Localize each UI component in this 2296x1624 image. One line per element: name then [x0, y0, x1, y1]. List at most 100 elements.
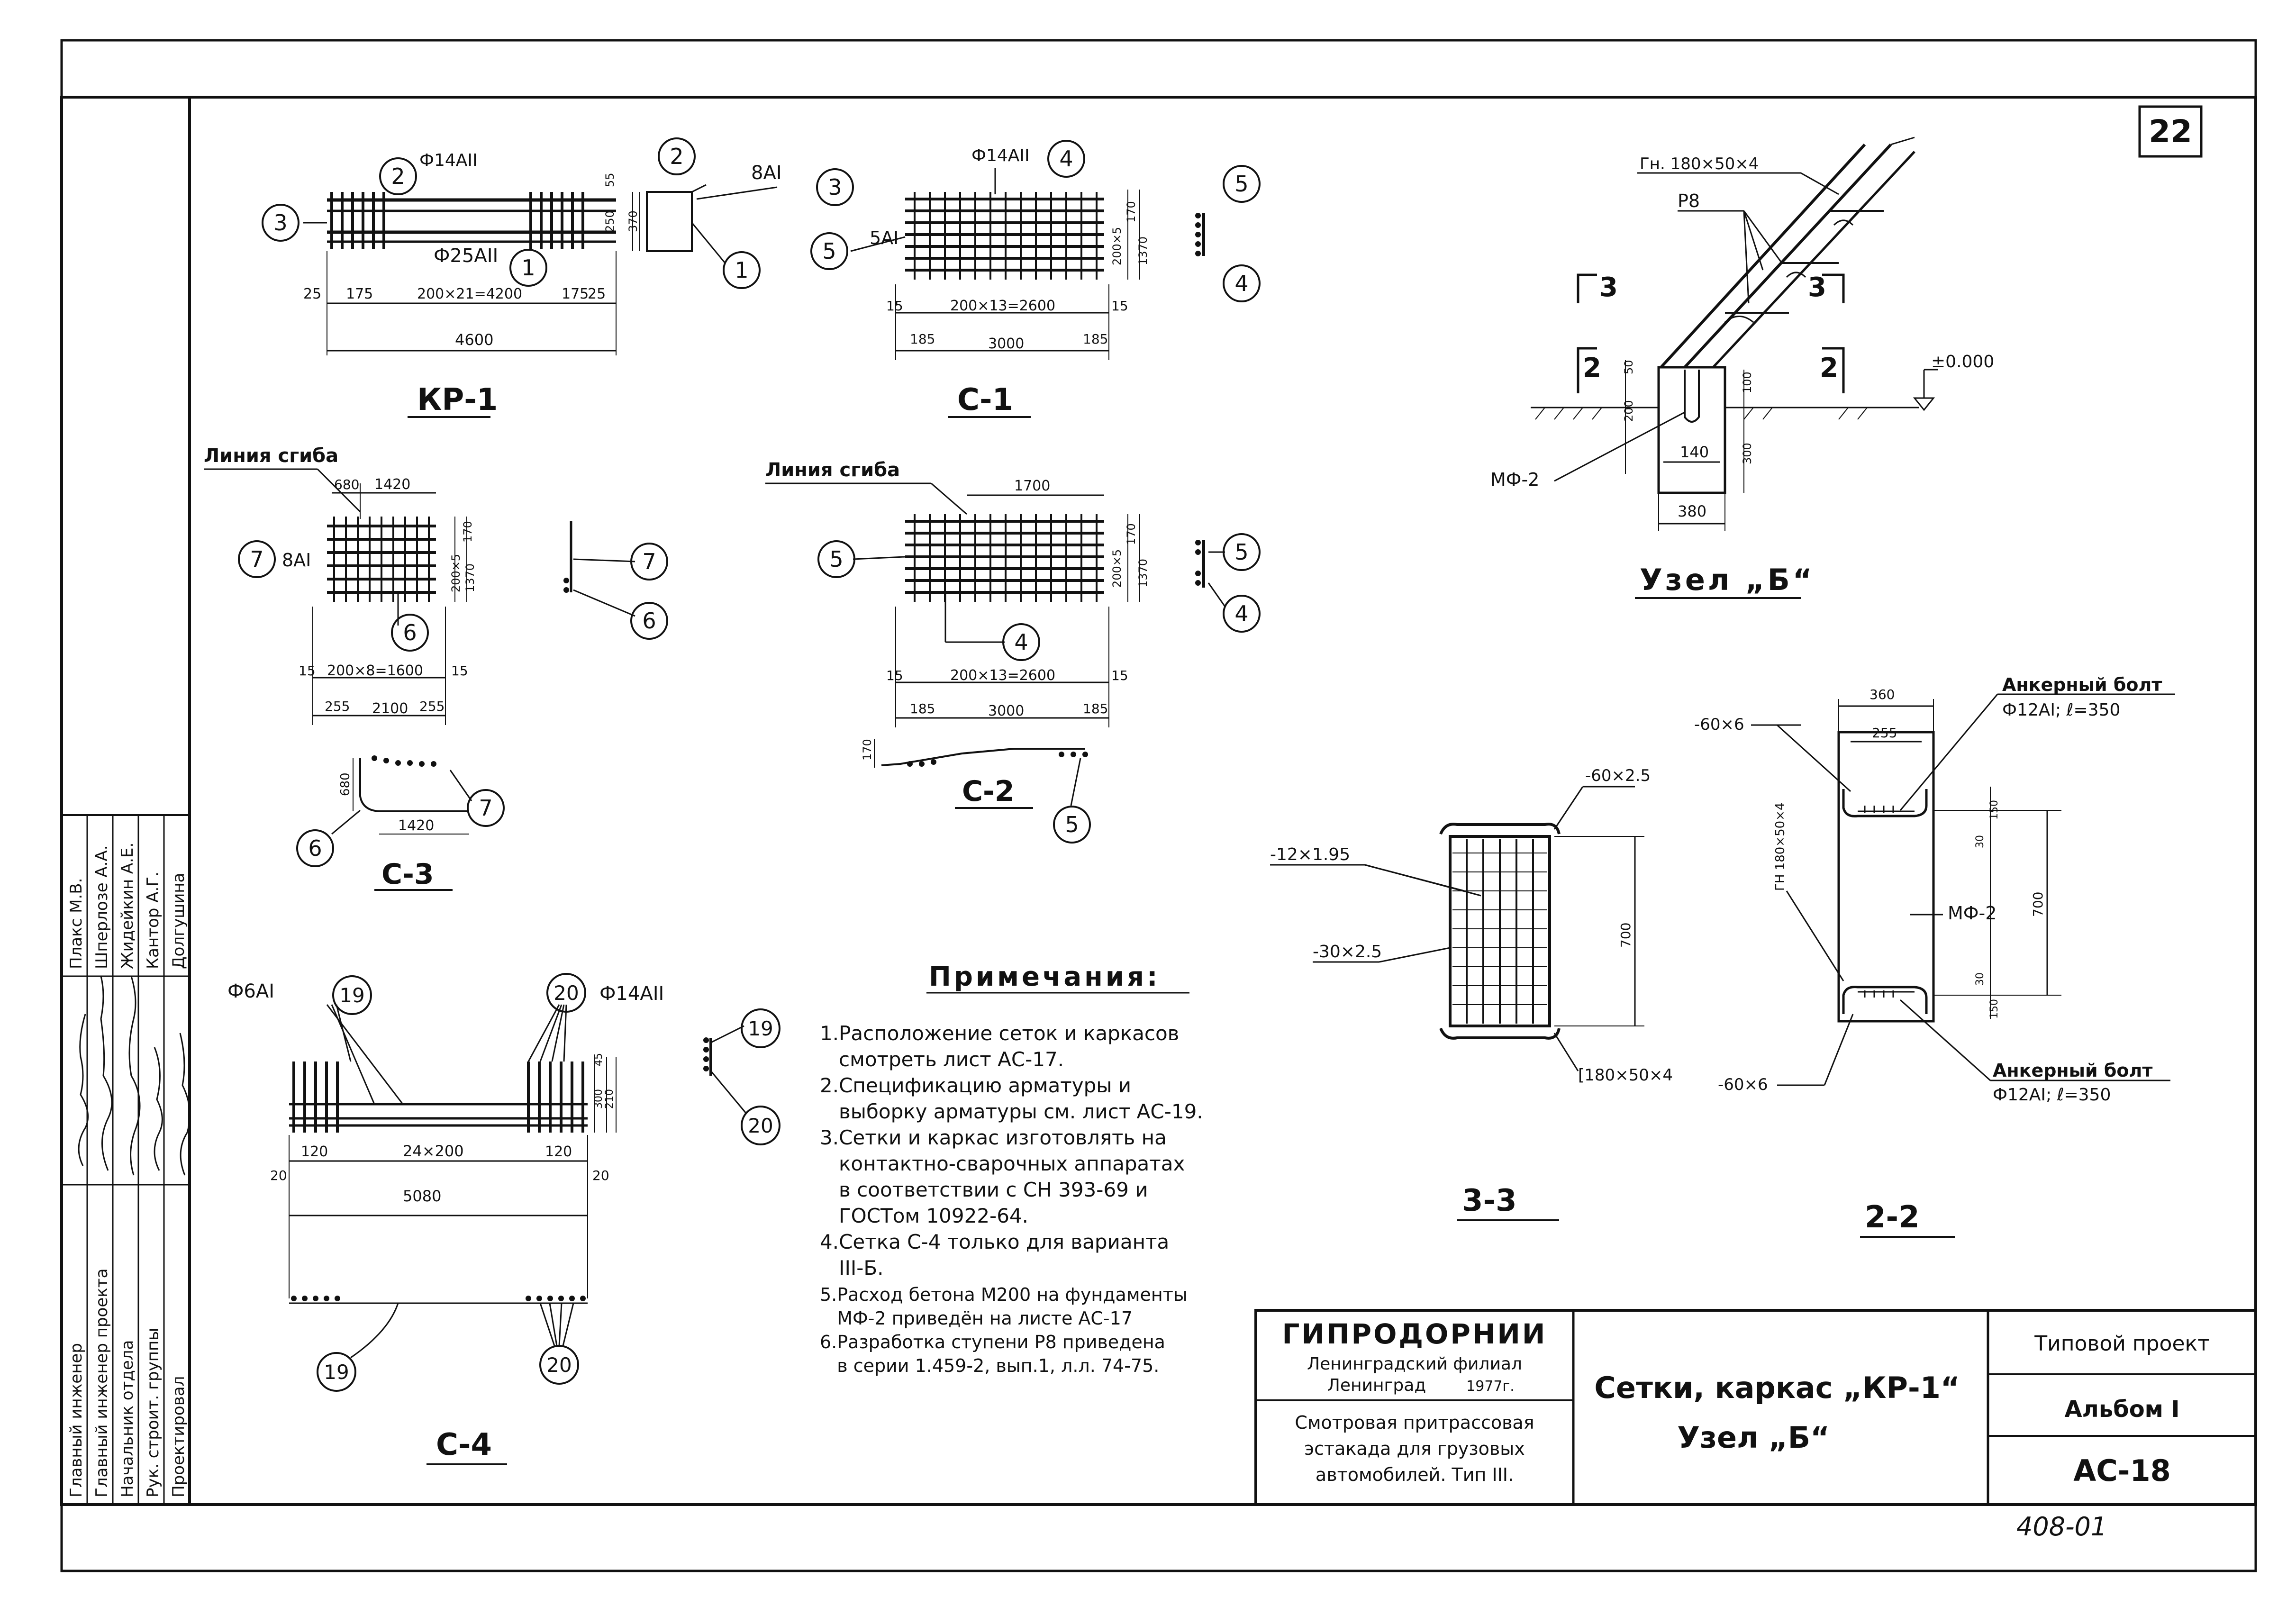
svg-text:4: 4	[1234, 601, 1248, 626]
s22-dim-700: 700	[2030, 892, 2046, 917]
node-b-title: Узел „Б“	[1640, 563, 1815, 597]
node-b-cut-3-right: 3	[1808, 272, 1826, 303]
node-b-dim-300: 300	[1741, 443, 1754, 464]
sign-name-5: Долгушина	[169, 873, 188, 969]
c4-dim-v1: 300	[593, 1089, 605, 1109]
notes-line-10: III-Б.	[820, 1256, 884, 1279]
notes-line-4: выборку арматуры см. лист АС-19.	[820, 1100, 1203, 1123]
node-b-dim-100: 100	[1741, 372, 1754, 393]
s22-anchor-spec-bottom: Ф12АI; ℓ=350	[1993, 1085, 2111, 1105]
kp1-dim-175-left: 175	[346, 286, 373, 302]
node-b-foundation: МФ-2	[1490, 469, 1539, 490]
node-b-cut-2-right: 2	[1820, 353, 1838, 383]
view-c1: Ф14АII 5АI 15 200×13=2600 15 185 3000 18…	[810, 140, 1261, 418]
c3-mark-7-profile: 7	[630, 543, 668, 581]
view-c4: Ф6АI Ф14АII 120 24×200 120 20 20 5080 30…	[227, 973, 780, 1465]
c4-dim-v3: 45	[593, 1053, 605, 1066]
s33-title: 3-3	[1462, 1183, 1517, 1218]
c1-dim-15-left: 15	[886, 298, 903, 314]
s33-channel: [180×50×4	[1578, 1066, 1673, 1085]
sign-name-4: Кантор А.Г.	[144, 871, 163, 969]
c3-bent-dim-1420: 1420	[398, 817, 434, 834]
svg-text:5: 5	[1065, 812, 1079, 837]
svg-text:20: 20	[546, 1353, 572, 1377]
svg-text:19: 19	[339, 984, 364, 1007]
c3-bent-dim-680: 680	[338, 772, 353, 796]
c1-dim-v3: 1370	[1136, 236, 1150, 265]
s22-anchor-spec-top: Ф12АI; ℓ=350	[2002, 700, 2120, 720]
c3-dim-680: 680	[334, 477, 359, 492]
c3-dim-15-right: 15	[451, 663, 468, 679]
s22-dim-255: 255	[1872, 725, 1897, 741]
signature-block: Главный инженер Главный инженер проекта …	[61, 814, 191, 1506]
notes-line-14: в серии 1.459-2, вып.1, л.л. 74-75.	[820, 1355, 1159, 1376]
sign-role-4: Рук. строит. группы	[144, 1328, 163, 1497]
s22-dim-150-bottom: 150	[1988, 999, 2000, 1019]
c4-mark-19-bottom: 19	[317, 1352, 356, 1392]
c2-dim-v1: 200×5	[1110, 549, 1124, 588]
c4-bar-right: Ф14АII	[599, 983, 664, 1005]
c1-mark-5-left: 5	[810, 232, 848, 270]
tb-object-line-1: Смотровая притрассовая	[1295, 1412, 1534, 1433]
c2-mark-4-profile: 4	[1223, 595, 1261, 633]
c1-mark-4-top: 4	[1047, 140, 1085, 178]
c1-dim-185-right: 185	[1083, 331, 1108, 347]
s33-dim-700: 700	[1618, 923, 1634, 948]
c1-dim-total: 3000	[988, 336, 1024, 352]
sign-role-1: Главный инженер	[67, 1343, 86, 1497]
node-b-cut-2-left: 2	[1583, 353, 1601, 383]
c3-mark-6: 6	[391, 614, 429, 652]
s22-plate-top: -60×6	[1694, 715, 1744, 734]
c2-mark-4: 4	[1002, 623, 1040, 661]
s22-anchor-bottom	[1858, 990, 1915, 998]
svg-text:5: 5	[822, 238, 836, 264]
c3-bend-line: Линия сгиба	[204, 445, 338, 467]
node-b-channel: Гн. 180×50×4	[1640, 154, 1759, 173]
kp1-dim-total: 4600	[455, 331, 493, 349]
c1-dim-v1: 200×5	[1110, 227, 1124, 265]
svg-text:20: 20	[554, 981, 579, 1005]
svg-text:4: 4	[1059, 146, 1073, 172]
c2-title: С-2	[962, 775, 1015, 808]
kp1-dim-25-left: 25	[303, 286, 321, 302]
c3-dim-spacing: 200×8=1600	[327, 662, 423, 679]
c3-dim-15-left: 15	[299, 663, 316, 679]
svg-text:4: 4	[1234, 271, 1248, 296]
c2-dim-total: 3000	[988, 703, 1024, 719]
c4-mark-20-top: 20	[546, 973, 586, 1013]
c3-dim-1420: 1420	[374, 476, 410, 493]
notes-line-1: 1.Расположение сеток и каркасов	[820, 1022, 1179, 1045]
notes-line-11: 5.Расход бетона М200 на фундаменты	[820, 1284, 1188, 1305]
c1-dim-15-right: 15	[1111, 298, 1128, 314]
sheet-number-box: 22	[2138, 105, 2203, 158]
c2-bent-dim-170: 170	[861, 739, 874, 761]
c2-dim-v2: 170	[1125, 523, 1138, 545]
view-node-b: 3 3 2 2 ±0.000 50 200 100 300 140 380 Гн…	[1490, 136, 1994, 599]
c3-mark-7-left: 7	[238, 540, 276, 578]
s22-dim-360: 360	[1869, 687, 1895, 702]
c2-dim-185-right: 185	[1083, 701, 1108, 717]
s22-dim-30-top: 30	[1974, 835, 1986, 848]
kp1-mark-1: 1	[509, 249, 547, 287]
s22-dim-150-top: 150	[1988, 800, 2000, 820]
c3-dim-v1: 200×5	[449, 554, 463, 592]
notes-line-13: 6.Разработка ступени Р8 приведена	[820, 1332, 1165, 1352]
svg-text:19: 19	[748, 1017, 773, 1040]
c3-dim-255-right: 255	[419, 699, 445, 714]
tb-sheet-title-2: Узел „Б“	[1677, 1420, 1830, 1455]
notes-line-7: в соответствии с СН 393-69 и	[820, 1178, 1148, 1201]
c2-bent-dots	[907, 752, 1088, 767]
s22-title: 2-2	[1865, 1200, 1920, 1235]
svg-text:7: 7	[642, 549, 656, 574]
kp1-mark-2-right: 2	[658, 137, 696, 175]
kp1-mark-3-right: 3	[816, 168, 854, 206]
c3-dim-v2: 170	[461, 521, 474, 543]
s22-anchor-label-top: Анкерный болт	[2002, 674, 2162, 695]
s22-anchor-top	[1858, 806, 1915, 813]
s22-plate-bottom: -60×6	[1718, 1075, 1768, 1094]
c1-bar-left: 5АI	[870, 227, 898, 248]
c4-bottom-dots	[291, 1296, 586, 1301]
sign-name-1: Плакс М.В.	[67, 878, 86, 969]
kp1-title: КР-1	[417, 382, 498, 417]
